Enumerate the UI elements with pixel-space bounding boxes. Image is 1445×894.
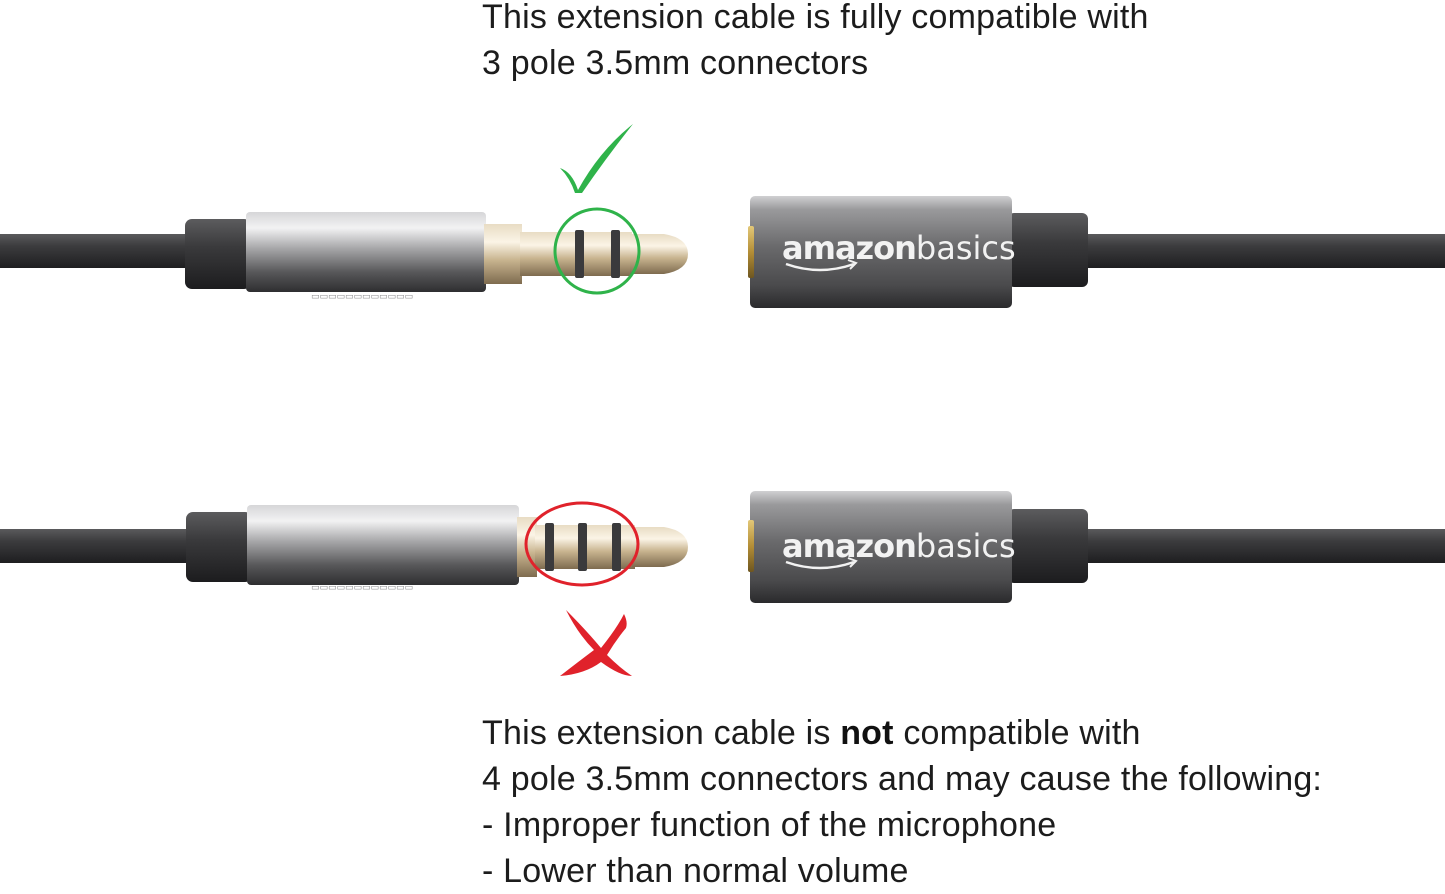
highlight-circle-bad xyxy=(524,501,640,587)
brand-logo-bottom: amazonbasics xyxy=(782,527,1016,565)
caption-compatible-line1: This extension cable is fully compatible… xyxy=(482,0,1149,36)
cross-icon xyxy=(560,610,632,676)
female-jack-bottom: amazonbasics xyxy=(748,491,1445,603)
plug-insulator-1-top xyxy=(575,230,584,278)
jack-collar-bottom xyxy=(1008,509,1088,583)
male-plug-4-pole: ▭▭▭▭▭▭▭▭▭▭▭▭ xyxy=(0,501,688,593)
caption-incompatible-line2: 4 pole 3.5mm connectors and may cause th… xyxy=(482,760,1323,798)
caption-incompatible-line1: This extension cable is not compatible w… xyxy=(482,710,1322,756)
plug-neck-top xyxy=(484,224,522,284)
plug-collar-top xyxy=(185,219,251,289)
cable-left-bottom xyxy=(0,529,200,563)
check-icon xyxy=(560,124,633,193)
plug-housing-bottom xyxy=(247,505,519,585)
plug-insulator-2-top xyxy=(611,230,620,278)
plug-insulator-1-bottom xyxy=(545,523,554,571)
brand-smile-bottom xyxy=(785,560,855,570)
caption-incompatible-suffix: compatible with xyxy=(893,714,1141,752)
jack-gold-ring-top xyxy=(748,226,754,278)
jack-housing-bottom xyxy=(750,491,1012,603)
plug-ring-band-top xyxy=(560,232,632,276)
plug-insulator-2-bottom xyxy=(578,523,587,571)
male-plug-3-pole: ▭▭▭▭▭▭▭▭▭▭▭▭ xyxy=(0,207,688,302)
plug-insulator-3-bottom xyxy=(612,523,621,571)
caption-incompatible-line4: - Lower than normal volume xyxy=(482,852,909,890)
cable-left-top xyxy=(0,234,200,268)
plug-housing-top xyxy=(246,212,486,292)
cable-right-top xyxy=(1080,234,1445,268)
plug-tip-top xyxy=(630,234,688,274)
caption-incompatible-line3: - Improper function of the microphone xyxy=(482,806,1057,844)
svg-text:▭▭▭▭▭▭▭▭▭▭▭▭: ▭▭▭▭▭▭▭▭▭▭▭▭ xyxy=(311,583,413,593)
caption-compatible-line2: 3 pole 3.5mm connectors xyxy=(482,44,869,82)
jack-gold-ring-bottom xyxy=(748,520,754,572)
highlight-circle-good xyxy=(553,207,641,295)
caption-incompatible: This extension cable is not compatible w… xyxy=(482,710,1322,894)
jack-housing-top xyxy=(750,196,1012,308)
caption-incompatible-emphasis: not xyxy=(840,714,894,752)
female-jack-top: amazonbasics xyxy=(748,196,1445,308)
plug-collar-bottom xyxy=(186,512,252,582)
svg-text:▭▭▭▭▭▭▭▭▭▭▭▭: ▭▭▭▭▭▭▭▭▭▭▭▭ xyxy=(311,292,413,302)
brand-logo-top: amazonbasics xyxy=(782,229,1016,267)
caption-compatible: This extension cable is fully compatible… xyxy=(482,0,1149,86)
caption-incompatible-prefix: This extension cable is xyxy=(482,714,841,752)
brand-smile-top xyxy=(785,262,855,272)
jack-collar-top xyxy=(1008,213,1088,287)
plug-tip-bottom xyxy=(632,527,688,567)
cable-right-bottom xyxy=(1080,529,1445,563)
